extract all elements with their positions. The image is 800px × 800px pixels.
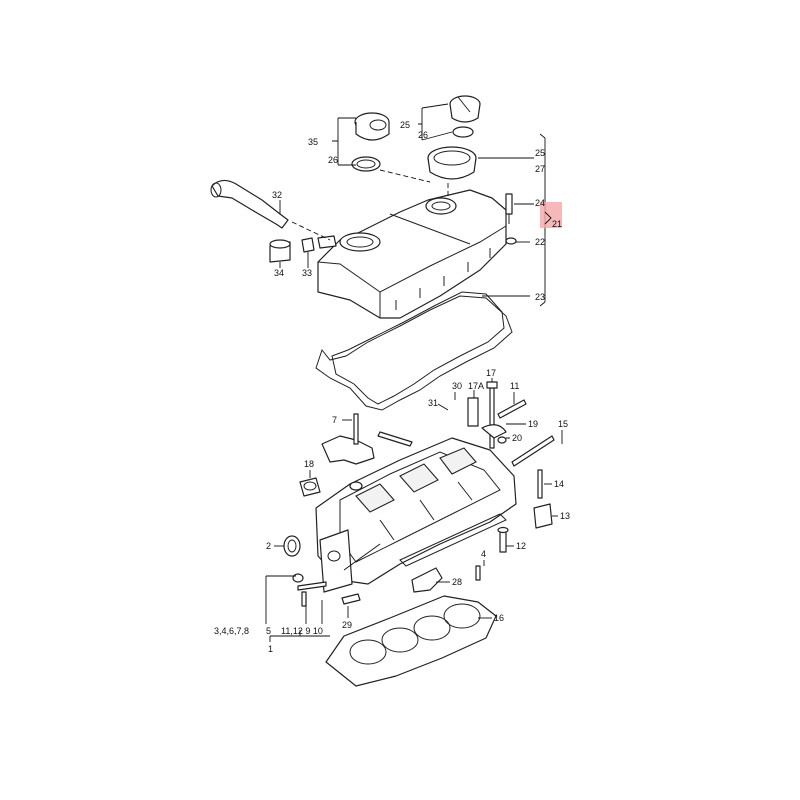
callout-26-top: 26: [418, 130, 428, 140]
bolt-29: [341, 593, 361, 605]
stud-7: [353, 413, 359, 445]
callout-18: 18: [304, 459, 314, 469]
filler-cap: [449, 95, 481, 123]
callout-7: 7: [332, 415, 337, 425]
callout-35: 35: [308, 137, 318, 147]
callout-28: 28: [452, 577, 462, 587]
cover-washer-22: [505, 237, 517, 245]
bracket-28: [411, 567, 443, 593]
cylinder-head-cover: [317, 189, 507, 319]
hose-connector-34: [269, 239, 291, 263]
seal-ring-26-right: [452, 126, 474, 138]
callout-32: 32: [272, 190, 282, 200]
callout-14: 14: [554, 479, 564, 489]
pin-20: [497, 436, 507, 444]
callout-labels: 35 26 25 26 25 27 24 21 22 23 32 34 33 7…: [214, 120, 570, 654]
cylinder-head: [315, 437, 517, 593]
bearing-cap-top: [321, 435, 375, 465]
bolt-12: [497, 526, 509, 553]
oil-filler-neck-seal: [354, 112, 390, 141]
callout-4: 4: [481, 549, 486, 559]
callout-17: 17: [486, 368, 496, 378]
arrow-21: [544, 211, 552, 225]
sleeve-17a: [467, 397, 479, 427]
callout-23: 23: [535, 292, 545, 302]
small-hose-end: [317, 235, 337, 249]
callout-24: 24: [535, 198, 545, 208]
callout-20: 20: [512, 433, 522, 443]
callout-2: 2: [266, 541, 271, 551]
callout-26-left: 26: [328, 155, 338, 165]
leader-lines: [265, 103, 563, 642]
stud-pack-3-8: [297, 581, 327, 591]
callout-17a: 17A: [468, 381, 484, 391]
callout-19: 19: [528, 419, 538, 429]
callout-5: 5: [266, 626, 271, 636]
cover-gasket: [315, 291, 513, 411]
callout-21: 21: [552, 219, 562, 229]
callout-34: 34: [274, 268, 284, 278]
callout-16: 16: [494, 613, 504, 623]
callout-33: 33: [302, 268, 312, 278]
callout-12: 12: [516, 541, 526, 551]
callout-22: 22: [535, 237, 545, 247]
callout-25-top: 25: [400, 120, 410, 130]
callout-3-4-6-7-8: 3,4,6,7,8: [214, 626, 249, 636]
callout-27: 27: [535, 164, 545, 174]
callout-30: 30: [452, 381, 462, 391]
callout-31: 31: [428, 398, 438, 408]
callout-25-right: 25: [535, 148, 545, 158]
bolt-17: [486, 381, 498, 449]
clip-19: [481, 424, 507, 439]
oil-seal-2: [283, 535, 301, 557]
seal-ring-26-left: [351, 156, 381, 172]
filler-neck-27: [427, 146, 477, 180]
highlight-marker-21: [540, 202, 562, 228]
callout-13: 13: [560, 511, 570, 521]
pushrod-15: [511, 435, 555, 467]
sensor-13: [533, 503, 553, 529]
callout-11: 11: [510, 381, 519, 391]
callout-29: 29: [342, 620, 352, 630]
bearing-cap-18: [299, 477, 321, 497]
stud-4: [475, 565, 481, 581]
callout-11-12-9-10: 11,12 9 10: [281, 626, 323, 636]
bolt-14: [537, 469, 543, 499]
cover-bolt-24: [505, 193, 513, 224]
head-gasket: [325, 595, 497, 687]
clip-33: [301, 237, 315, 253]
pin-11: [497, 399, 527, 419]
bolt-10: [301, 591, 307, 607]
washer-4: [349, 481, 363, 491]
callout-15: 15: [558, 419, 568, 429]
ring-small: [292, 573, 304, 583]
breather-hose: [210, 179, 289, 229]
callout-1: 1: [268, 644, 273, 654]
bolt-stud-assembly: [377, 431, 413, 447]
